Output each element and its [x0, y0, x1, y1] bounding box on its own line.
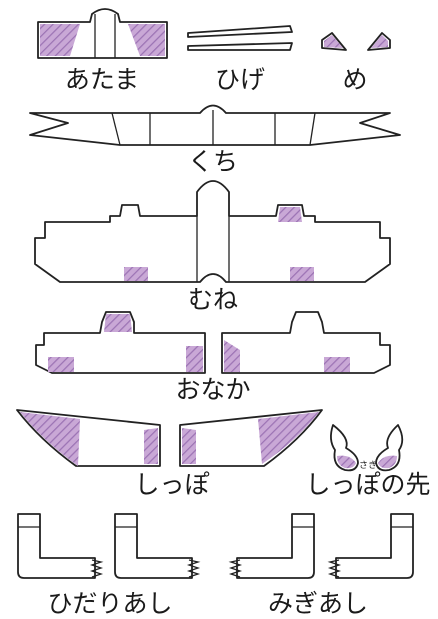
tail-label: しっぽ	[134, 470, 209, 499]
mouth-label: くち	[188, 147, 238, 176]
head-label: あたま	[65, 65, 139, 94]
whiskers-part	[187, 25, 293, 51]
tail-tip-label: しっぽの先	[305, 470, 430, 499]
head-part	[37, 8, 168, 59]
right-legs-label: みぎあし	[268, 589, 368, 618]
tail-tip-part	[330, 424, 404, 472]
left-legs-part	[17, 513, 201, 579]
belly-label: おなか	[175, 375, 250, 404]
eyes-label: め	[342, 65, 367, 94]
tail-part	[16, 409, 323, 467]
mouth-part	[29, 104, 401, 146]
right-legs-part	[228, 513, 414, 579]
eyes-part	[321, 32, 391, 51]
chest-label: むね	[188, 285, 238, 314]
chest-part	[34, 180, 391, 283]
tail-tip-ruby: さき	[359, 460, 377, 471]
belly-part	[35, 311, 391, 374]
whiskers-label: ひげ	[215, 65, 265, 94]
left-legs-label: ひだりあし	[47, 589, 172, 618]
